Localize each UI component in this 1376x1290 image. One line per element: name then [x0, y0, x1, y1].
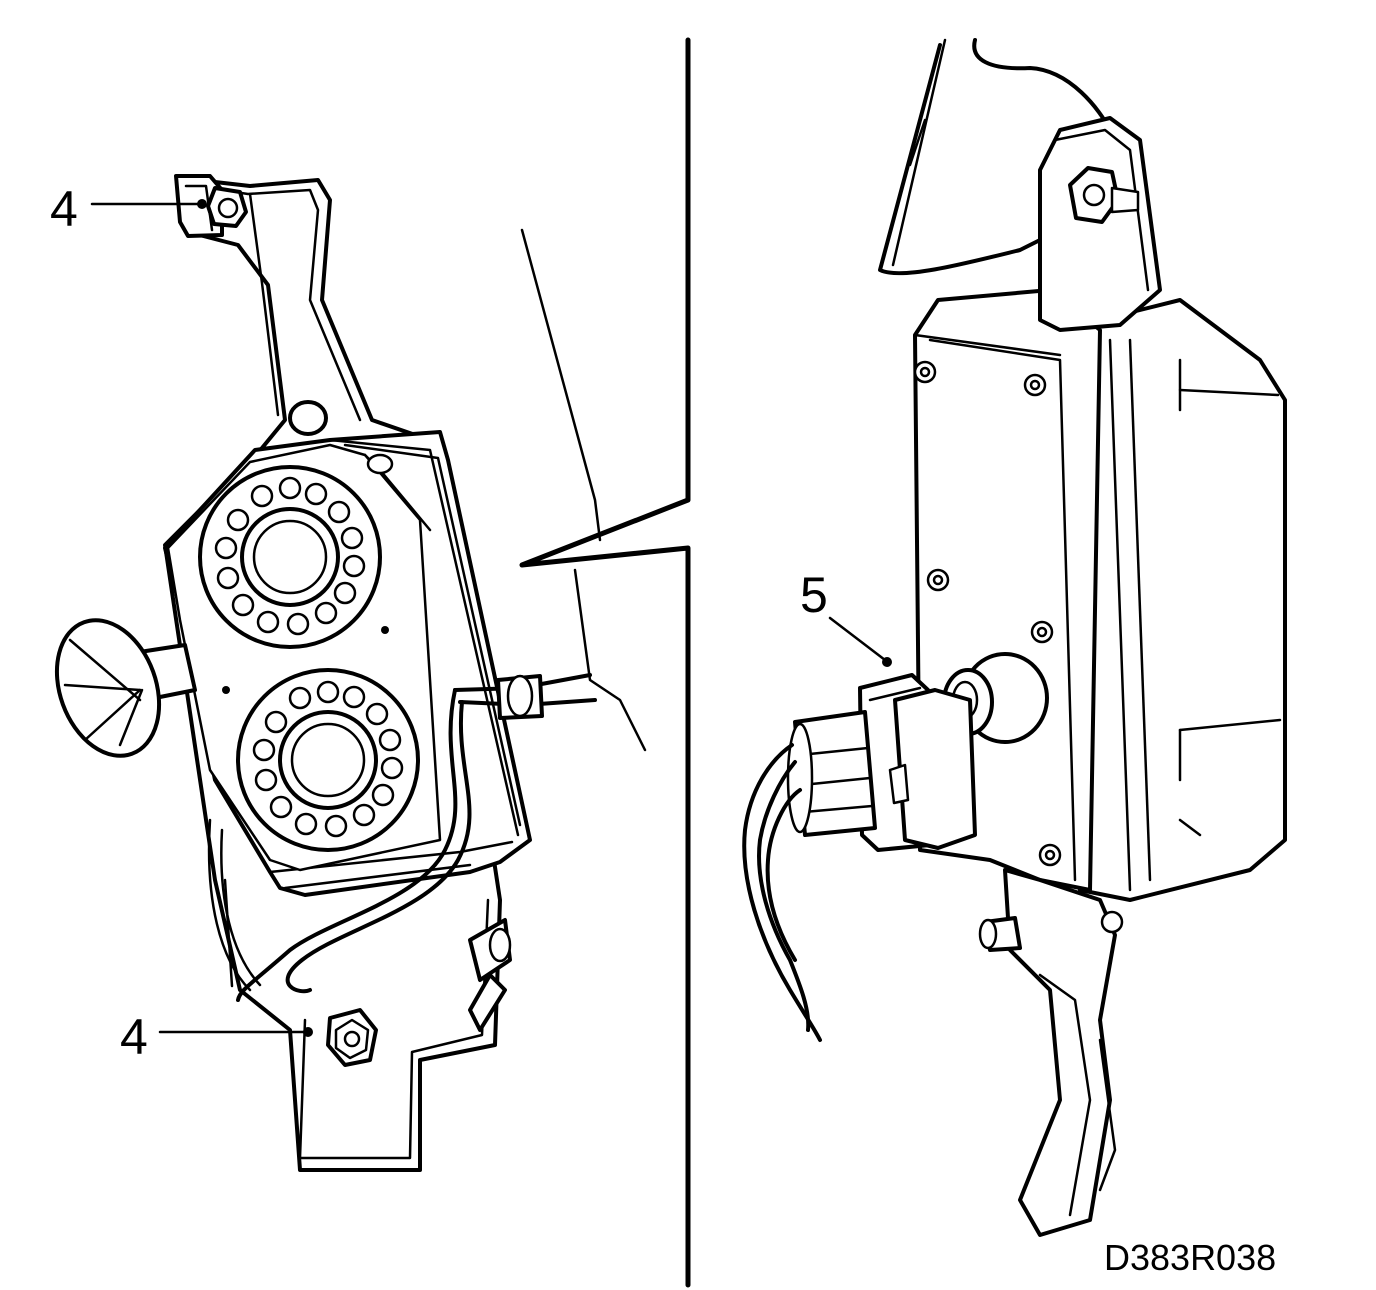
panel-divider	[519, 37, 691, 1288]
right-bracket	[1003, 116, 1162, 1237]
side-knob	[54, 618, 197, 758]
cable-harness	[207, 673, 597, 1002]
figure-code: D383R038	[1104, 1237, 1276, 1278]
control-module	[913, 288, 1287, 902]
callout-4-top-label: 4	[50, 181, 78, 237]
callout-4-bottom-label: 4	[120, 1009, 148, 1065]
lower-stud	[468, 918, 512, 1032]
body-panel-edge	[520, 228, 647, 752]
callout-4-bottom: 4	[120, 1009, 313, 1065]
right-bottom-stud	[978, 910, 1124, 952]
callout-4-top: 4	[50, 181, 207, 237]
top-stud	[1068, 166, 1140, 224]
connector	[786, 673, 977, 852]
bottom-nut	[326, 1008, 378, 1067]
body-contour	[878, 38, 1112, 276]
right-panel: 5 D383R038	[742, 38, 1287, 1278]
connector-wires	[742, 743, 822, 1042]
bracket-hole	[288, 400, 328, 436]
face-screws	[913, 360, 1062, 867]
lower-sound-port	[236, 668, 420, 852]
callout-5: 5	[800, 567, 892, 667]
callout-5-label: 5	[800, 567, 828, 623]
left-panel: 4 4	[50, 174, 647, 1172]
upper-sound-port	[198, 465, 382, 649]
